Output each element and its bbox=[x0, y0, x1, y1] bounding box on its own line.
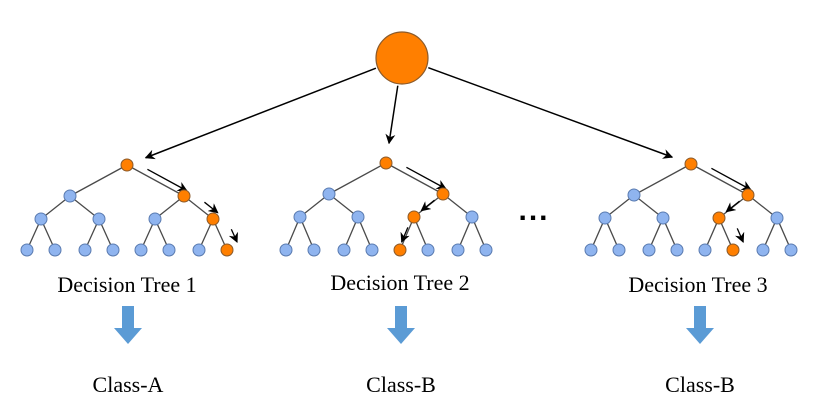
tree-3-path-arrow bbox=[725, 200, 740, 213]
tree-2-node bbox=[293, 210, 307, 224]
tree-3-path-arrow bbox=[735, 228, 745, 243]
tree-3-active-node bbox=[726, 243, 740, 257]
tree-1-node bbox=[92, 212, 106, 226]
tree-3-edge bbox=[633, 163, 692, 196]
tree-1-edge bbox=[126, 164, 185, 197]
tree-3-active-node bbox=[684, 157, 698, 171]
tree-2-node bbox=[451, 243, 465, 257]
tree-1-node bbox=[48, 243, 62, 257]
ellipsis: ... bbox=[518, 194, 550, 227]
tree-1-node bbox=[63, 189, 77, 203]
tree-1-active-node bbox=[120, 158, 134, 172]
tree-2-active-node bbox=[407, 210, 421, 224]
root-arrow-2 bbox=[385, 85, 399, 145]
tree-1-node bbox=[148, 212, 162, 226]
tree-2-path-arrow bbox=[406, 166, 447, 190]
tree-3-node bbox=[627, 188, 641, 202]
tree-3-node bbox=[612, 243, 626, 257]
tree-2-node bbox=[421, 243, 435, 257]
root-arrow-3 bbox=[428, 66, 674, 159]
tree-3-node bbox=[670, 243, 684, 257]
tree-1-node bbox=[34, 212, 48, 226]
tree-2-active-node bbox=[393, 243, 407, 257]
tree-1-path-arrow bbox=[204, 201, 219, 214]
tree-title-3: Decision Tree 3 bbox=[628, 272, 768, 297]
tree-3-node bbox=[756, 243, 770, 257]
tree-1-node bbox=[192, 243, 206, 257]
tree-2-node bbox=[337, 243, 351, 257]
tree-2-path-arrow bbox=[420, 199, 435, 212]
tree-3-active-node bbox=[741, 188, 755, 202]
tree-3-edge bbox=[690, 163, 749, 196]
tree-3-node bbox=[656, 211, 670, 225]
tree-1-node bbox=[78, 243, 92, 257]
tree-title-2: Decision Tree 2 bbox=[330, 270, 470, 295]
tree-result-3: Class-B bbox=[665, 372, 735, 397]
tree-result-2: Class-B bbox=[366, 372, 436, 397]
tree-2-node bbox=[479, 243, 493, 257]
tree-1-active-node bbox=[220, 243, 234, 257]
tree-3-node bbox=[642, 243, 656, 257]
tree-2-node bbox=[279, 243, 293, 257]
root-node bbox=[375, 31, 429, 85]
tree-title-1: Decision Tree 1 bbox=[57, 272, 197, 297]
tree-1-active-node bbox=[206, 212, 220, 226]
down-arrow-icon bbox=[686, 306, 714, 344]
tree-1-node bbox=[20, 243, 34, 257]
down-arrow-icon bbox=[387, 306, 415, 344]
tree-3-node bbox=[698, 243, 712, 257]
tree-2-node bbox=[351, 210, 365, 224]
tree-2-node bbox=[465, 210, 479, 224]
tree-1-edge bbox=[69, 164, 128, 197]
tree-2-node bbox=[307, 243, 321, 257]
tree-3-node bbox=[584, 243, 598, 257]
tree-2-edge bbox=[328, 162, 387, 195]
tree-3-path-arrow bbox=[711, 167, 752, 191]
tree-3-active-node bbox=[712, 211, 726, 225]
tree-2-node bbox=[365, 243, 379, 257]
tree-2-path-arrow bbox=[400, 227, 410, 243]
tree-2-active-node bbox=[436, 187, 450, 201]
tree-3-node bbox=[770, 211, 784, 225]
tree-3-node bbox=[784, 243, 798, 257]
tree-2-node bbox=[322, 187, 336, 201]
tree-2-edge bbox=[385, 162, 444, 195]
down-arrow-icon bbox=[114, 306, 142, 344]
tree-1-active-node bbox=[177, 189, 191, 203]
tree-result-1: Class-A bbox=[92, 372, 164, 397]
root-arrow-1 bbox=[144, 67, 377, 160]
tree-1-node bbox=[134, 243, 148, 257]
tree-2-active-node bbox=[379, 156, 393, 170]
tree-1-node bbox=[162, 243, 176, 257]
tree-3-node bbox=[598, 211, 612, 225]
tree-1-path-arrow bbox=[147, 168, 188, 192]
tree-1-node bbox=[106, 243, 120, 257]
tree-1-path-arrow bbox=[228, 229, 238, 243]
